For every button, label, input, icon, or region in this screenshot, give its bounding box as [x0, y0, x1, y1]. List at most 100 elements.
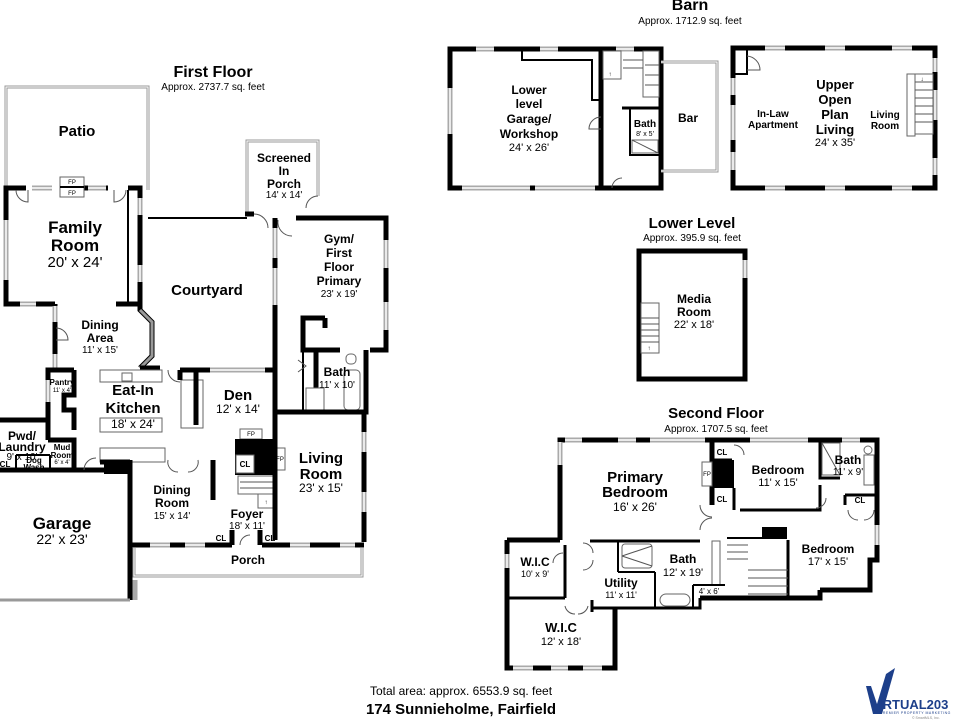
foyer-closet-left-label: CL [216, 534, 227, 543]
first-floor: First Floor Approx. 2737.7 sq. feet [0, 64, 389, 602]
second-floor-walls: FP CL CL CL [504, 437, 880, 671]
dining-area-label-1: Dining [81, 318, 118, 332]
courtyard-label: Courtyard [171, 282, 243, 299]
upper-living-label-1: Upper [816, 77, 854, 92]
garage-label: Garage [33, 514, 92, 533]
garage-dim: 22' x 23' [36, 531, 87, 547]
dining-room-dim: 15' x 14' [154, 511, 191, 522]
barn-garage-label-4: Workshop [500, 127, 558, 141]
pwd-laundry-label-2: Laundry [0, 440, 46, 454]
gym-label-3: Floor [324, 260, 354, 274]
bedroom-1-label: Bedroom [752, 463, 805, 477]
screened-porch-outline [245, 139, 320, 212]
living-room-label-2: Room [300, 466, 343, 483]
pwd-laundry-dim: 9' x 10' [6, 452, 37, 463]
screened-porch-label-3: Porch [267, 177, 301, 191]
dog-wash-label-1: Dog [26, 456, 42, 465]
pwd-laundry-label-1: Pwd/ [8, 429, 37, 443]
bedroom-2-dim: 17' x 15' [808, 556, 848, 568]
barn-living-room-label-2: Room [871, 121, 899, 132]
dining-area-dim: 11' x 15' [82, 345, 118, 356]
kitchen-dim: 18' x 24' [111, 417, 155, 431]
den-label: Den [224, 387, 252, 404]
pantry-dim: 11' x 4' [53, 388, 71, 394]
den-walls: FP CL FP ↑ [193, 370, 286, 509]
bath-1-label: Bath [835, 453, 862, 467]
barn-upper-walls: ↓ [730, 45, 938, 191]
dining-area-label-2: Area [87, 331, 114, 345]
foyer-label: Foyer [231, 507, 264, 521]
lower-level-area: Approx. 395.9 sq. feet [643, 233, 741, 244]
bedroom-2-label: Bedroom [802, 542, 855, 556]
barn-lower-walls: ↑ [447, 46, 664, 191]
upper-living-label-4: Living [816, 122, 854, 137]
den-closet-label: CL [240, 460, 251, 469]
svg-text:↑: ↑ [265, 500, 268, 506]
courtyard-walls [137, 211, 278, 373]
gym-label-4: Primary [317, 274, 362, 288]
wic-large-label: W.I.C [545, 620, 577, 635]
dining-room-label-2: Room [155, 496, 189, 510]
lower-level: Lower Level Approx. 395.9 sq. feet ↑ Med… [636, 215, 748, 382]
media-room-label-1: Media [677, 292, 711, 306]
screened-porch-label-1: Screened [257, 151, 311, 165]
kitchen-label-1: Eat-In [112, 382, 154, 399]
upper-living-dim: 24' x 35' [815, 137, 855, 149]
first-bath-dim: 11' x 10' [319, 380, 355, 391]
logo-v-mark [866, 668, 895, 714]
first-floor-title: First Floor [173, 64, 252, 81]
closet-mid-label: CL [717, 495, 728, 504]
barn-garage-label-1: Lower [511, 83, 547, 97]
gym-label-2: First [326, 246, 352, 260]
upper-living-label-3: Plan [821, 107, 849, 122]
porch-outline [132, 548, 364, 578]
in-law-label-2: Apartment [748, 120, 799, 131]
dog-wash-label-2: Wash [23, 463, 44, 472]
barn: Barn Approx. 1712.9 sq. feet ↑ [447, 0, 938, 191]
porch-label: Porch [231, 553, 265, 567]
patio-outline [4, 85, 150, 190]
svg-text:↑: ↑ [648, 346, 651, 352]
screened-porch-label-2: In [279, 164, 290, 178]
pantry-label: Pantry [50, 378, 75, 387]
utility-dim: 11' x 11' [605, 590, 637, 600]
second-floor-title: Second Floor [668, 405, 764, 422]
barn-garage-label-3: Garage/ [507, 112, 552, 126]
living-room-label-1: Living [299, 450, 343, 467]
dining-room-label-1: Dining [153, 483, 190, 497]
gym-walls [277, 195, 389, 353]
bath-1-dim: 11' x 9' [833, 467, 863, 478]
address: 174 Sunnieholme, Fairfield [366, 701, 556, 718]
living-room-dim: 23' x 15' [299, 481, 343, 495]
barn-living-room-label-1: Living [870, 110, 899, 121]
fp-label: FP [247, 432, 255, 438]
second-floor-area: Approx. 1707.5 sq. feet [664, 424, 768, 435]
closet-top-label: CL [717, 448, 728, 457]
primary-bedroom-label-2: Bedroom [602, 484, 668, 501]
logo-copyright: © SmartMLS, Inc. [912, 716, 940, 720]
foyer-closet-right-label: CL [265, 534, 276, 543]
logo-brand: IRTUAL203 [879, 697, 948, 712]
mud-room-dim: 6' x 4' [54, 460, 69, 466]
wic-small-dim: 10' x 9' [521, 569, 549, 579]
closet-right-label: CL [855, 496, 866, 505]
family-room-dim: 20' x 24' [48, 254, 103, 271]
laundry-closet-label: CL [0, 460, 10, 469]
fp-label: FP [276, 457, 284, 463]
living-room-walls [272, 409, 367, 542]
laundry-walls [0, 417, 100, 473]
mud-room-label-1: Mud [54, 443, 71, 452]
in-law-label-1: In-Law [757, 109, 789, 120]
bath-2-label: Bath [670, 552, 697, 566]
primary-bedroom-label-1: Primary [607, 469, 664, 486]
primary-bedroom-dim: 16' x 26' [613, 500, 657, 514]
second-floor: Second Floor Approx. 1707.5 sq. feet FP … [504, 405, 880, 671]
media-room-dim: 22' x 18' [674, 319, 714, 331]
family-room-label-2: Room [51, 236, 99, 255]
media-room-label-2: Room [677, 305, 711, 319]
footer: Total area: approx. 6553.9 sq. feet 174 … [366, 684, 556, 718]
screened-porch-dim: 14' x 14' [266, 190, 303, 201]
kitchen-label-2: Kitchen [105, 400, 160, 417]
svg-text:↑: ↑ [609, 72, 612, 78]
